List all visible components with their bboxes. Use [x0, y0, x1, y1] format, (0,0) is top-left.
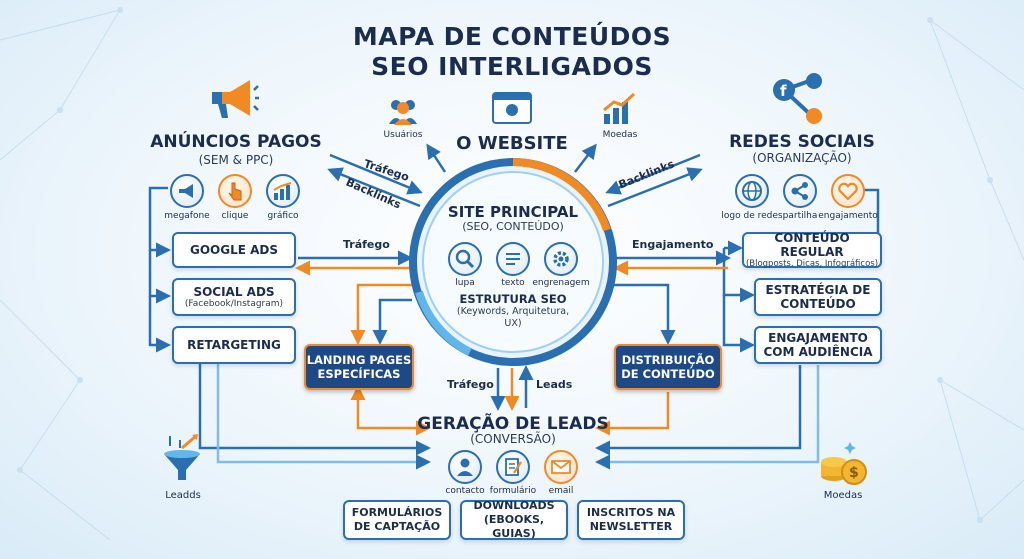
estrategia-label: ESTRATÉGIA DE CONTEÚDO	[765, 283, 871, 311]
redes-title: REDES SOCIAIS	[729, 132, 875, 152]
leads-subtitle: (CONVERSÃO)	[470, 432, 556, 446]
flow-leads-bottom: Leads	[536, 378, 573, 391]
formularios-box[interactable]: FORMULÁRIOS DE CAPTAÇÃO	[343, 500, 451, 540]
grafico-label: gráfico	[267, 211, 299, 221]
click-icon	[218, 174, 252, 208]
downloads-label: DOWNLOADS (EBOOKS, GUIAS)	[473, 499, 555, 540]
texto-label: texto	[501, 278, 525, 288]
social-ads-box[interactable]: SOCIAL ADS (Facebook/Instagram)	[172, 278, 296, 316]
magnifier-icon	[448, 242, 482, 276]
logo-redes-label: logo de redes	[721, 211, 783, 221]
estrategia-box[interactable]: ESTRATÉGIA DE CONTEÚDO	[754, 278, 882, 316]
engajamento-icon-label: engajamento	[818, 211, 878, 221]
svg-text:f: f	[780, 82, 787, 100]
estrutura-seo-title: ESTRUTURA SEO	[459, 292, 567, 306]
users-label: Usuários	[383, 130, 423, 140]
distribuicao-box[interactable]: DISTRIBUIÇÃO DE CONTEÚDO	[614, 344, 722, 390]
downloads-box[interactable]: DOWNLOADS (EBOOKS, GUIAS)	[460, 499, 568, 540]
users-icon	[386, 96, 420, 126]
landing-pages-box[interactable]: LANDING PAGES ESPECÍFICAS	[304, 344, 414, 390]
flow-engajamento: Engajamento	[632, 238, 714, 251]
leadds-label: Leadds	[165, 490, 201, 501]
lupa-label: lupa	[455, 278, 475, 288]
conteudo-regular-label: CONTEÚDO REGULAR	[774, 230, 850, 259]
megaphone-icon	[170, 174, 204, 208]
retargeting-box[interactable]: RETARGETING	[172, 326, 296, 364]
redes-subtitle: (ORGANIZAÇÃO)	[752, 151, 852, 165]
contact-icon	[448, 450, 482, 484]
estrutura-seo-sub: (Keywords, Arquitetura, UX)	[456, 306, 570, 329]
form-icon	[496, 450, 530, 484]
google-ads-box[interactable]: GOOGLE ADS	[172, 232, 296, 268]
heart-icon	[831, 174, 865, 208]
funnel-icon	[160, 432, 208, 484]
formularios-label: FORMULÁRIOS DE CAPTAÇÃO	[351, 506, 443, 533]
formulario-label: formulário	[489, 486, 537, 496]
flow-trafego-bottom: Tráfego	[447, 378, 494, 391]
megaphone-large-icon	[204, 74, 260, 122]
flow-trafego-mid: Tráfego	[343, 238, 390, 251]
engrenagem-label: engrenagem	[532, 278, 590, 288]
social-ads-sub: (Facebook/Instagram)	[184, 298, 284, 309]
engajamento-audiencia-box[interactable]: ENGAJAMENTO COM AUDIÊNCIA	[754, 326, 882, 364]
social-share-large-icon: f	[770, 72, 826, 126]
conteudo-regular-sub: (Blogposts, Dicas, Infográficos)	[745, 258, 879, 269]
title-line-2: SEO INTERLIGADOS	[371, 52, 653, 81]
website-title: O WEBSITE	[456, 133, 568, 154]
google-ads-label: GOOGLE ADS	[189, 243, 278, 257]
clique-label: clique	[221, 211, 249, 221]
email-label: email	[548, 486, 574, 496]
title-line-1: MAPA DE CONTEÚDOS	[352, 22, 672, 51]
conteudo-regular-box[interactable]: CONTEÚDO REGULAR (Blogposts, Dicas, Info…	[742, 230, 882, 269]
browser-icon	[492, 92, 532, 124]
svg-text:$: $	[849, 465, 859, 481]
inscritos-box[interactable]: INSCRITOS NA NEWSLETTER	[577, 500, 685, 540]
partilha-label: partilha	[782, 211, 818, 221]
megafone-label: megafone	[164, 211, 210, 221]
share-icon	[783, 174, 817, 208]
site-principal-title: SITE PRINCIPAL	[447, 203, 579, 221]
leads-title: GERAÇÃO DE LEADS	[417, 414, 609, 434]
contacto-label: contacto	[445, 486, 485, 496]
chart-icon	[266, 174, 300, 208]
text-icon	[496, 242, 530, 276]
social-ads-label: SOCIAL ADS	[193, 284, 275, 299]
gear-icon	[544, 242, 578, 276]
email-icon	[544, 450, 578, 484]
engajamento-audiencia-label: ENGAJAMENTO COM AUDIÊNCIA	[763, 331, 873, 359]
inscritos-label: INSCRITOS NA NEWSLETTER	[586, 506, 676, 533]
anuncios-subtitle: (SEM & PPC)	[198, 153, 274, 167]
site-principal-subtitle: (SEO, CONTEÚDO)	[462, 220, 564, 233]
anuncios-title: ANÚNCIOS PAGOS	[150, 132, 322, 152]
retargeting-label: RETARGETING	[187, 338, 281, 352]
growth-chart-icon	[602, 92, 638, 126]
moedas-top-label: Moedas	[602, 130, 638, 140]
globe-icon	[735, 174, 769, 208]
moedas-corner-label: Moedas	[823, 490, 863, 501]
coins-icon: $	[818, 436, 868, 488]
